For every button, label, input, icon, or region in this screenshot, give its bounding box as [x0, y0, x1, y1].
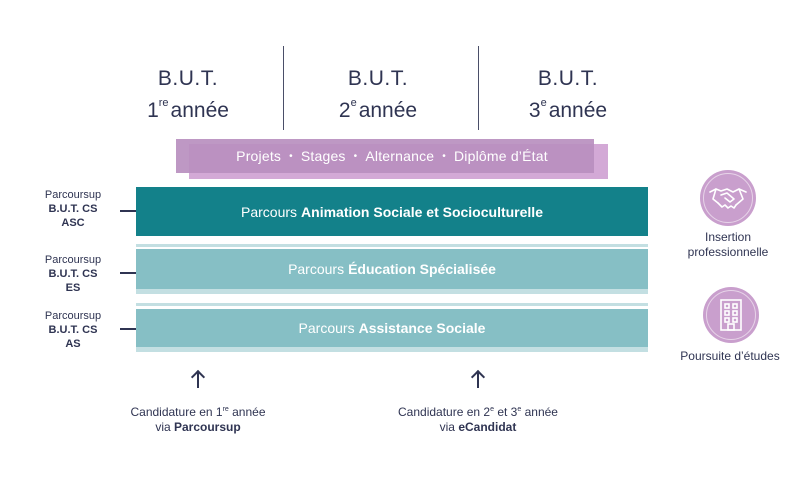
year-3-prefix: B.U.T. — [537, 67, 599, 90]
bar-accent-line — [136, 244, 648, 247]
parcoursup-label-es: Parcoursup B.U.T. CS ES — [26, 253, 120, 295]
outcome-insertion-label: Insertion professionnelle — [668, 230, 788, 260]
parcours-name: Assistance Sociale — [358, 320, 486, 336]
banner-item-stages: Stages — [300, 148, 346, 164]
cand-platform: eCandidat — [458, 420, 517, 434]
parcours-prefix: Parcours — [241, 203, 298, 220]
parcoursup-label-code: ES — [65, 282, 81, 294]
year-1-label: année — [170, 99, 229, 122]
parcours-name: Animation Sociale et Socioculturelle — [301, 203, 543, 220]
outcome-line: Poursuite d’études — [680, 349, 780, 363]
handshake-icon — [700, 170, 756, 226]
cand-text: Candidature en 2 — [398, 405, 491, 419]
parcoursup-label-line: Parcoursup — [44, 254, 102, 266]
year-2-header: B.U.T. 2eannée — [318, 66, 438, 125]
parcours-name: Éducation Spécialisée — [348, 261, 496, 277]
arrow-right-icon — [120, 328, 142, 330]
outcome-line: professionnelle — [687, 245, 769, 259]
parcoursup-label-line: Parcoursup — [44, 189, 102, 201]
arrow-right-icon — [120, 272, 142, 274]
banner-item-projets: Projets — [236, 148, 282, 164]
cand-text: et 3 — [494, 405, 518, 419]
candidature-first-year: Candidature en 1re année via Parcoursup — [96, 402, 300, 435]
parcoursup-label-but: B.U.T. CS — [48, 268, 98, 280]
year-divider — [283, 46, 284, 130]
bar-accent-line — [136, 303, 648, 306]
cand-sup: re — [222, 406, 229, 413]
year-1-sup: re — [158, 97, 169, 109]
parcoursup-label-asc: Parcoursup B.U.T. CS ASC — [26, 188, 120, 230]
year-2-label: année — [358, 99, 418, 122]
parcoursup-label-code: AS — [65, 338, 81, 350]
year-divider — [478, 46, 479, 130]
cand-text: année — [228, 405, 266, 419]
year-1-header: B.U.T. 1reannée — [128, 66, 248, 125]
cand-platform: Parcoursup — [174, 420, 241, 434]
year-3-label: année — [548, 99, 608, 122]
parcoursup-label-line: Parcoursup — [44, 310, 102, 322]
outcome-line: Insertion — [704, 230, 752, 244]
arrow-up-icon — [197, 372, 199, 388]
cand-text: via — [155, 420, 174, 434]
cand-sup: e — [517, 406, 522, 413]
parcoursup-label-code: ASC — [61, 217, 85, 229]
year-2-sup: e — [350, 97, 357, 109]
year-1-prefix: B.U.T. — [157, 67, 219, 90]
parcoursup-label-as: Parcoursup B.U.T. CS AS — [26, 309, 120, 351]
banner-separator: • — [289, 150, 293, 162]
year-3-header: B.U.T. 3eannée — [508, 66, 628, 125]
arrow-up-icon — [477, 372, 479, 388]
parcours-prefix: Parcours — [288, 261, 345, 277]
year-2-num: 2 — [338, 99, 351, 122]
banner-separator: • — [353, 150, 358, 162]
banner-background — [176, 139, 594, 173]
parcoursup-label-but: B.U.T. CS — [48, 324, 98, 336]
year-1-num: 1 — [147, 99, 159, 122]
outcome-poursuite-label: Poursuite d’études — [662, 349, 798, 364]
arrow-right-icon — [120, 210, 142, 212]
parcoursup-label-but: B.U.T. CS — [48, 203, 98, 215]
parcours-prefix: Parcours — [298, 320, 355, 336]
candidature-later-years: Candidature en 2e et 3e année via eCandi… — [370, 402, 586, 435]
banner-separator: • — [442, 150, 446, 162]
building-icon — [703, 287, 759, 343]
cand-text: année — [521, 405, 558, 419]
year-3-num: 3 — [528, 99, 541, 122]
year-2-prefix: B.U.T. — [347, 67, 409, 90]
banner-item-alternance: Alternance — [365, 148, 435, 164]
cand-text: Candidature en 1 — [130, 405, 223, 419]
year-3-sup: e — [540, 97, 547, 109]
banner-item-diplome: Diplôme d’État — [453, 148, 548, 164]
cand-sup: e — [490, 406, 494, 413]
activities-banner: Projets • Stages • Alternance • Diplôme … — [176, 139, 608, 173]
cand-text: via — [439, 420, 459, 434]
